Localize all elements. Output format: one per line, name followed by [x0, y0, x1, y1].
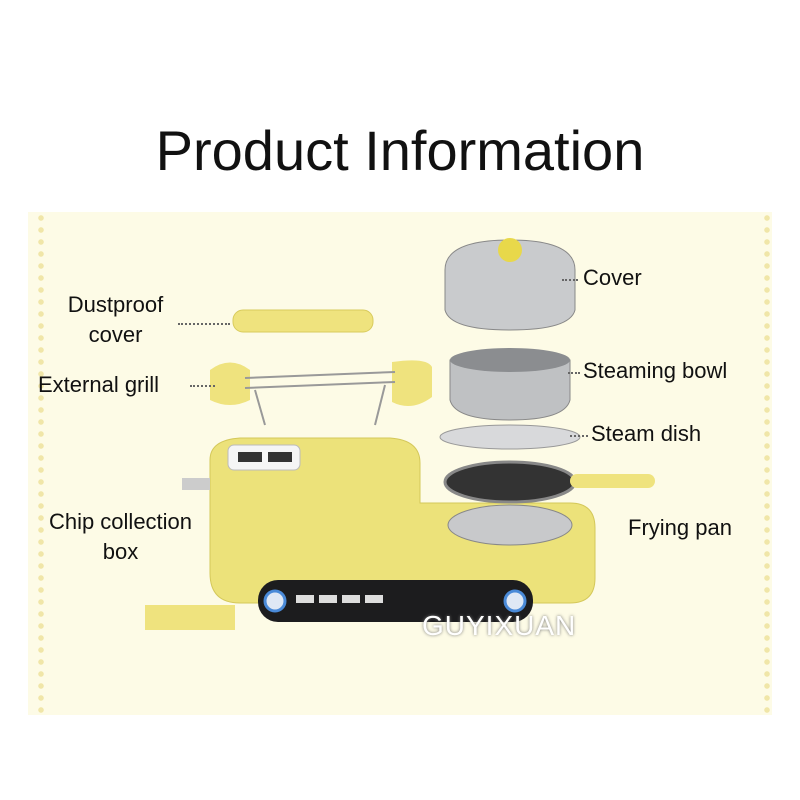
leader-line [178, 323, 230, 325]
leader-line [570, 435, 588, 437]
toaster-body [145, 437, 596, 630]
chip-collection-box [145, 605, 235, 630]
label-external-grill: External grill [38, 372, 160, 397]
label-dustproof-cover: Dustproof cover [67, 292, 164, 347]
dotted-border-right [764, 212, 770, 715]
label-steaming-bowl: Steaming bowl [583, 358, 728, 383]
steamer-base [447, 504, 573, 546]
steam-dish [439, 424, 581, 450]
steamer-cover [444, 239, 576, 331]
page-title: Product Information [155, 119, 645, 182]
leader-line [568, 372, 580, 374]
dotted-border-left [38, 212, 44, 715]
watermark: GUYIXUAN [422, 610, 577, 641]
label-chip-collection-box: Chip collection box [48, 509, 193, 564]
external-grill [210, 360, 432, 426]
label-steam-dish: Steam dish [591, 421, 702, 446]
frying-pan [443, 460, 577, 504]
leader-line [562, 279, 578, 281]
leader-line [190, 385, 215, 387]
label-cover: Cover [583, 265, 642, 290]
label-frying-pan: Frying pan [628, 515, 732, 540]
dustproof-cover [232, 309, 374, 333]
steaming-bowl [449, 359, 571, 421]
